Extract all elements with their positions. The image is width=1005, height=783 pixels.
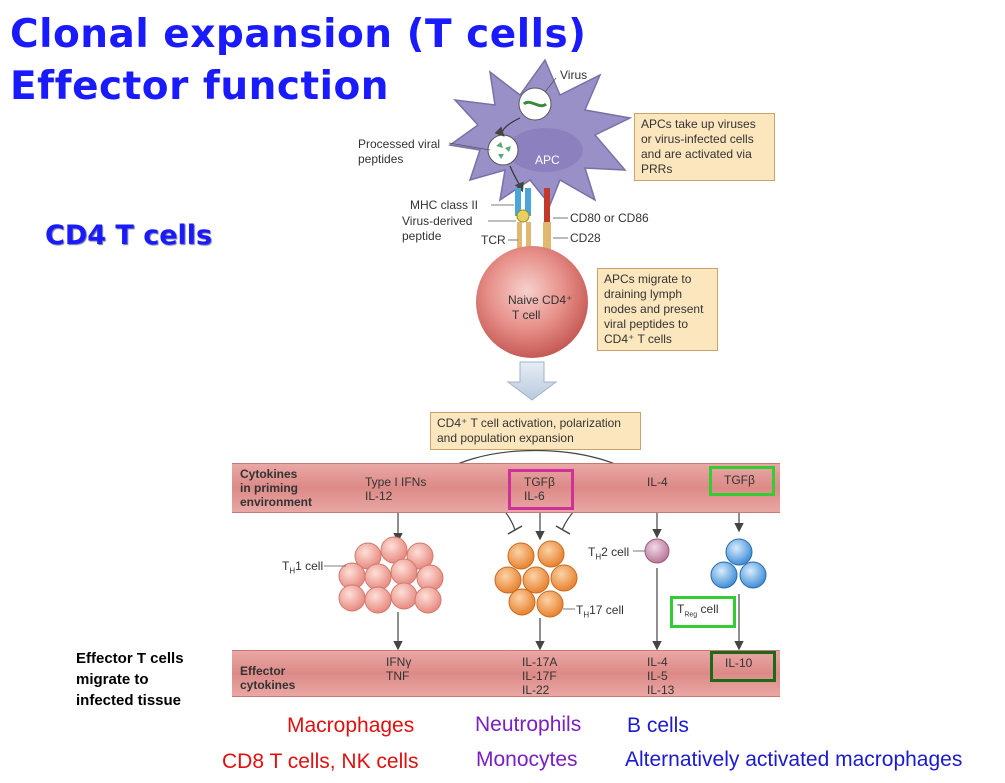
naive-t-cell xyxy=(476,246,588,358)
tcr-label: TCR xyxy=(481,233,506,247)
th2-target-2: Alternatively activated macrophages xyxy=(625,748,963,771)
th17-cell-label: TH17 cell xyxy=(576,603,624,620)
th2-priming: IL-4 xyxy=(647,475,668,489)
processed-label-1: Processed viral xyxy=(358,137,441,151)
apc-cell xyxy=(448,58,633,207)
th2-cell xyxy=(644,538,670,564)
title-line-1: Clonal expansion (T cells) xyxy=(10,12,587,57)
treg-priming: TGFβ xyxy=(724,473,755,487)
th17-priming-1: TGFβ xyxy=(524,475,555,489)
mhc-tcr-complex xyxy=(515,188,551,250)
th17-effector-2: IL-17F xyxy=(522,669,557,683)
th2-effector-3: IL-13 xyxy=(647,683,675,697)
virus-label: Virus xyxy=(560,68,588,82)
th1-cell-label: TH1 cell xyxy=(282,559,324,576)
treg-priming-box xyxy=(709,466,775,496)
virus-derived-label-2: peptide xyxy=(402,229,442,243)
th1-target-2: CD8 T cells, NK cells xyxy=(222,750,419,773)
th2-effector-1: IL-4 xyxy=(647,655,668,669)
th1-priming-2: IL-12 xyxy=(365,489,393,503)
subtitle: CD4 T cells xyxy=(45,220,213,251)
effector-band xyxy=(232,650,780,697)
th17-effector-3: IL-22 xyxy=(522,683,550,697)
th2-target-1: B cells xyxy=(627,714,689,737)
priming-band-label-3: environment xyxy=(240,495,313,509)
mhc-label: MHC class II xyxy=(410,198,479,212)
note-activation: CD4⁺ T cell activation, polarization and… xyxy=(430,412,641,450)
th1-priming-1: Type I IFNs xyxy=(365,475,427,489)
treg-cell-label: TReg cell xyxy=(677,602,719,619)
virus-derived-label-1: Virus-derived xyxy=(402,214,473,228)
priming-band-label-1: Cytokines xyxy=(240,467,298,481)
naive-t-cell-label-1: Naive CD4⁺ xyxy=(508,293,573,307)
cd80-label: CD80 or CD86 xyxy=(570,211,649,225)
treg-effector-box xyxy=(710,651,776,682)
processed-label-2: peptides xyxy=(358,152,404,166)
th1-effector-2: TNF xyxy=(386,669,410,683)
th17-priming-2: IL-6 xyxy=(524,489,545,503)
effector-band-label-2: cytokines xyxy=(240,678,296,692)
effector-migrate-note: Effector T cells migrate to infected tis… xyxy=(76,650,184,709)
note-apc-migrate: APCs migrate to draining lymph nodes and… xyxy=(597,268,718,351)
th17-effector-1: IL-17A xyxy=(522,655,558,669)
th2-cell-label: TH2 cell xyxy=(588,545,630,562)
th17-target-2: Monocytes xyxy=(476,748,578,771)
treg-cell-box xyxy=(670,596,736,628)
th1-cell-cluster xyxy=(338,536,444,614)
th2-effector-2: IL-5 xyxy=(647,669,668,683)
apc-label: APC xyxy=(535,153,560,167)
treg-cell-cluster xyxy=(710,538,767,589)
th17-priming-box xyxy=(508,469,574,510)
expansion-arrow xyxy=(506,361,558,401)
effector-band-label-1: Effector xyxy=(240,664,286,678)
th17-target-1: Neutrophils xyxy=(475,713,582,736)
th1-target-1: Macrophages xyxy=(287,714,415,737)
priming-band xyxy=(232,463,780,513)
th17-cell-cluster xyxy=(494,540,578,618)
title-line-2: Effector function xyxy=(10,64,390,109)
naive-t-cell-label-2: T cell xyxy=(512,308,541,322)
treg-effector: IL-10 xyxy=(725,656,753,670)
note-apc-uptake: APCs take up viruses or virus-infected c… xyxy=(634,113,775,181)
priming-band-label-2: in priming xyxy=(240,481,298,495)
th1-effector-1: IFNγ xyxy=(386,655,412,669)
cd28-label: CD28 xyxy=(570,231,601,245)
